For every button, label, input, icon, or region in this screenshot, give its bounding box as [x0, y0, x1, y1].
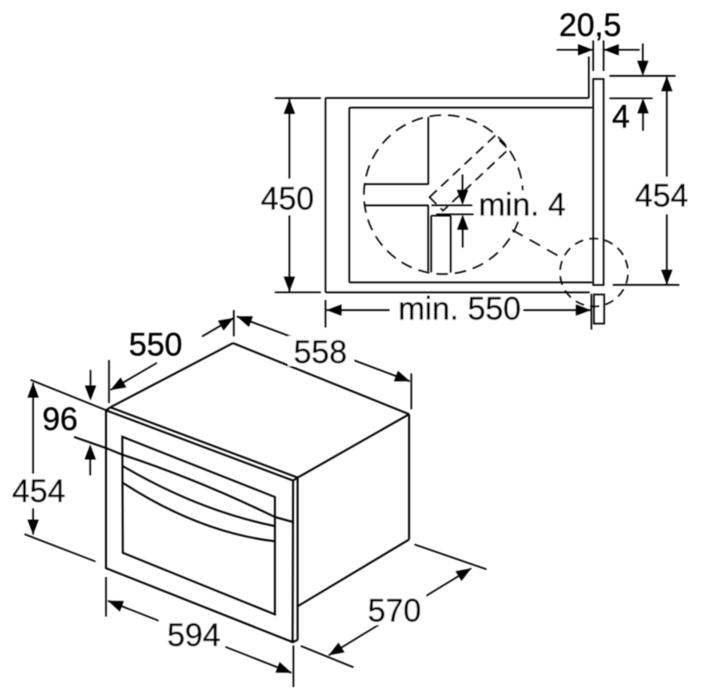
svg-text:570: 570 — [368, 593, 421, 629]
svg-text:454: 454 — [12, 473, 65, 509]
svg-text:454: 454 — [635, 177, 688, 213]
svg-text:20,5: 20,5 — [559, 7, 621, 43]
svg-text:min. 550: min. 550 — [398, 290, 521, 326]
svg-text:96: 96 — [42, 401, 78, 437]
svg-text:min. 4: min. 4 — [479, 187, 566, 223]
svg-text:450: 450 — [261, 181, 314, 217]
svg-text:594: 594 — [167, 617, 220, 653]
svg-text:550: 550 — [129, 327, 182, 363]
svg-text:558: 558 — [294, 334, 347, 370]
svg-text:4: 4 — [612, 99, 630, 135]
